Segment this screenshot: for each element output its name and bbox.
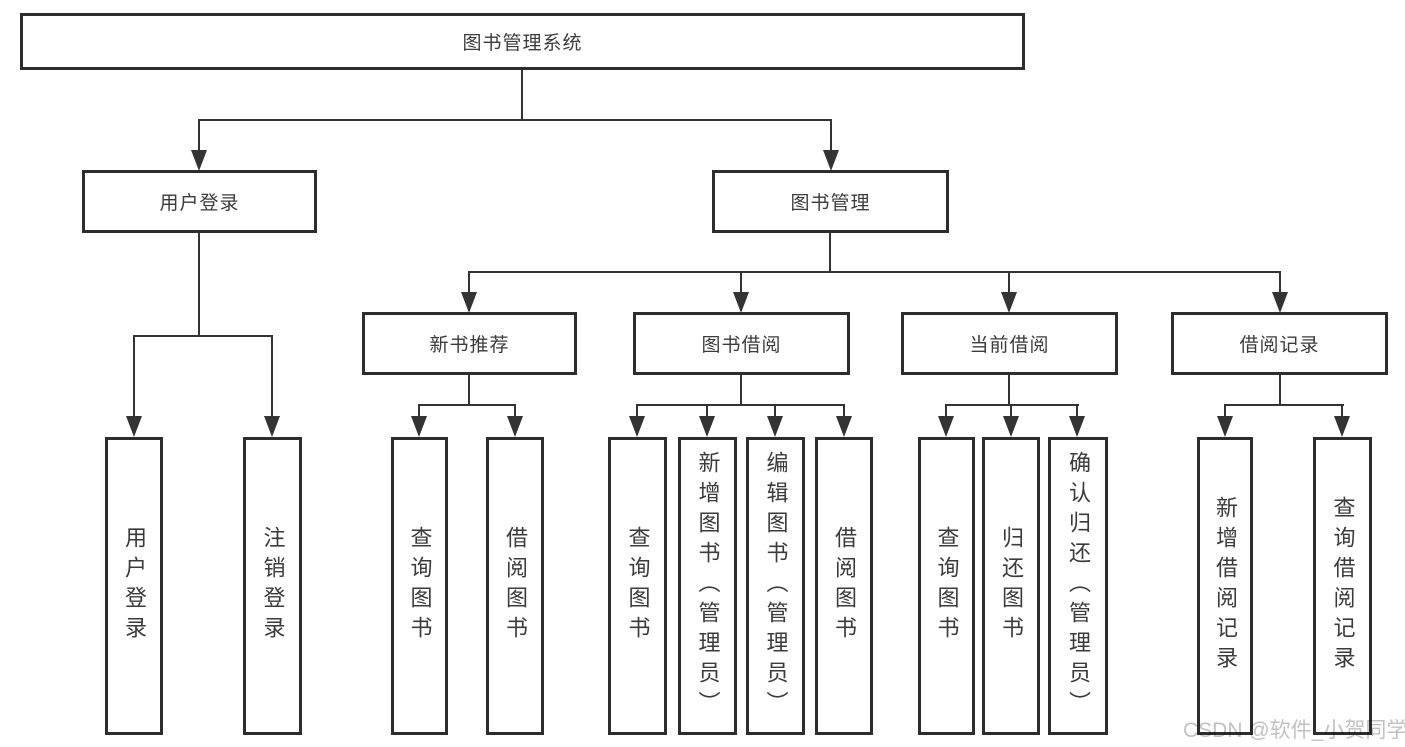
node-user-login-label: 用户登录 [159,193,240,214]
connector-level2-branch [469,271,1281,273]
leaf-borrow-books-recommend: 借阅图书 [486,437,544,735]
connector-stem [636,404,638,418]
connector-stem [706,404,708,418]
leaf-query-books-borrow: 查询图书 [608,437,667,735]
arrow-down-icon [823,150,839,171]
leaf-add-books-admin-label: 新增图书（管理员） [695,451,721,721]
arrow-down-icon [733,292,749,313]
arrow-down-icon [461,292,477,313]
leaf-confirm-return-admin: 确认归还（管理员） [1048,437,1108,735]
node-book-borrowing-label: 图书借阅 [701,335,782,356]
node-book-management: 图书管理 [712,170,949,233]
node-book-management-label: 图书管理 [790,193,871,214]
arrow-down-icon [836,416,852,437]
connector-stem [945,404,947,418]
connector-stem [271,335,273,418]
connector-borrowing-records-stub [1279,375,1281,404]
node-current-borrowing: 当前借阅 [901,312,1118,375]
leaf-edit-books-admin-label: 编辑图书（管理员） [763,451,789,721]
connector-stem [1279,271,1281,294]
leaf-add-borrow-record: 新增借阅记录 [1197,437,1253,735]
connector-stem [198,119,200,152]
leaf-borrow-books-label: 借阅图书 [832,526,857,646]
connector-level1-branch [199,119,832,121]
leaf-logout: 注销登录 [243,437,302,735]
arrow-down-icon [767,416,783,437]
arrow-down-icon [1217,416,1233,437]
connector-stem [468,271,470,294]
node-borrowing-records: 借阅记录 [1171,312,1388,375]
leaf-query-books-borrow-label: 查询图书 [625,526,651,646]
node-root-label: 图书管理系统 [462,33,583,54]
connector-stem [133,335,135,418]
arrow-down-icon [191,150,207,171]
node-user-login: 用户登录 [82,170,317,233]
connector-stem [1010,404,1012,418]
connector-stem [514,404,516,418]
connector-stem [1341,404,1343,418]
connector-book-borrowing-branch [636,404,845,406]
leaf-logout-label: 注销登录 [260,526,286,646]
connector-book-borrowing-stub [740,375,742,404]
leaf-borrow-books: 借阅图书 [815,437,873,735]
csdn-watermark: CSDN @软件_小贺同学 [1183,719,1405,742]
connector-stem [418,404,420,418]
connector-user-login-branch [133,335,273,337]
arrow-down-icon [264,416,280,437]
connector-root-stub [521,70,523,119]
leaf-add-books-admin: 新增图书（管理员） [678,437,737,735]
connector-borrowing-records-branch [1224,404,1344,406]
arrow-down-icon [126,416,142,437]
node-current-borrowing-label: 当前借阅 [969,335,1050,356]
arrow-down-icon [1001,292,1017,313]
connector-book-management-stub [829,233,831,271]
arrow-down-icon [699,416,715,437]
leaf-confirm-return-admin-label: 确认归还（管理员） [1066,451,1091,721]
leaf-query-books-recommend-label: 查询图书 [407,526,433,646]
leaf-query-books-recommend: 查询图书 [391,437,448,735]
connector-new-book-stub [468,375,470,404]
connector-stem [1224,404,1226,418]
node-borrowing-records-label: 借阅记录 [1239,335,1320,356]
node-new-book-recommendation-label: 新书推荐 [429,335,510,356]
connector-current-borrowing-stub [1008,375,1010,404]
leaf-query-borrow-record: 查询借阅记录 [1313,437,1372,735]
connector-stem [774,404,776,418]
leaf-edit-books-admin: 编辑图书（管理员） [746,437,805,735]
arrow-down-icon [1334,416,1350,437]
node-new-book-recommendation: 新书推荐 [362,312,577,375]
connector-stem [740,271,742,294]
arrow-down-icon [1069,416,1085,437]
connector-new-book-branch [418,404,516,406]
leaf-return-books-label: 归还图书 [999,526,1024,646]
arrow-down-icon [629,416,645,437]
arrow-down-icon [1272,292,1288,313]
leaf-borrow-books-recommend-label: 借阅图书 [503,526,528,646]
leaf-user-login: 用户登录 [105,437,163,735]
leaf-add-borrow-record-label: 新增借阅记录 [1213,496,1238,676]
arrow-down-icon [938,416,954,437]
arrow-down-icon [411,416,427,437]
connector-user-login-stub [198,233,200,335]
arrow-down-icon [1003,416,1019,437]
node-root: 图书管理系统 [20,13,1025,70]
connector-stem [1076,404,1078,418]
leaf-query-books-current-label: 查询图书 [934,526,960,646]
arrow-down-icon [507,416,523,437]
leaf-return-books: 归还图书 [982,437,1040,735]
connector-stem [830,119,832,152]
node-book-borrowing: 图书借阅 [633,312,850,375]
connector-current-borrowing-branch [945,404,1079,406]
leaf-user-login-label: 用户登录 [122,526,147,646]
leaf-query-borrow-record-label: 查询借阅记录 [1330,496,1356,676]
leaf-query-books-current: 查询图书 [918,437,975,735]
connector-stem [1008,271,1010,294]
connector-stem [843,404,845,418]
